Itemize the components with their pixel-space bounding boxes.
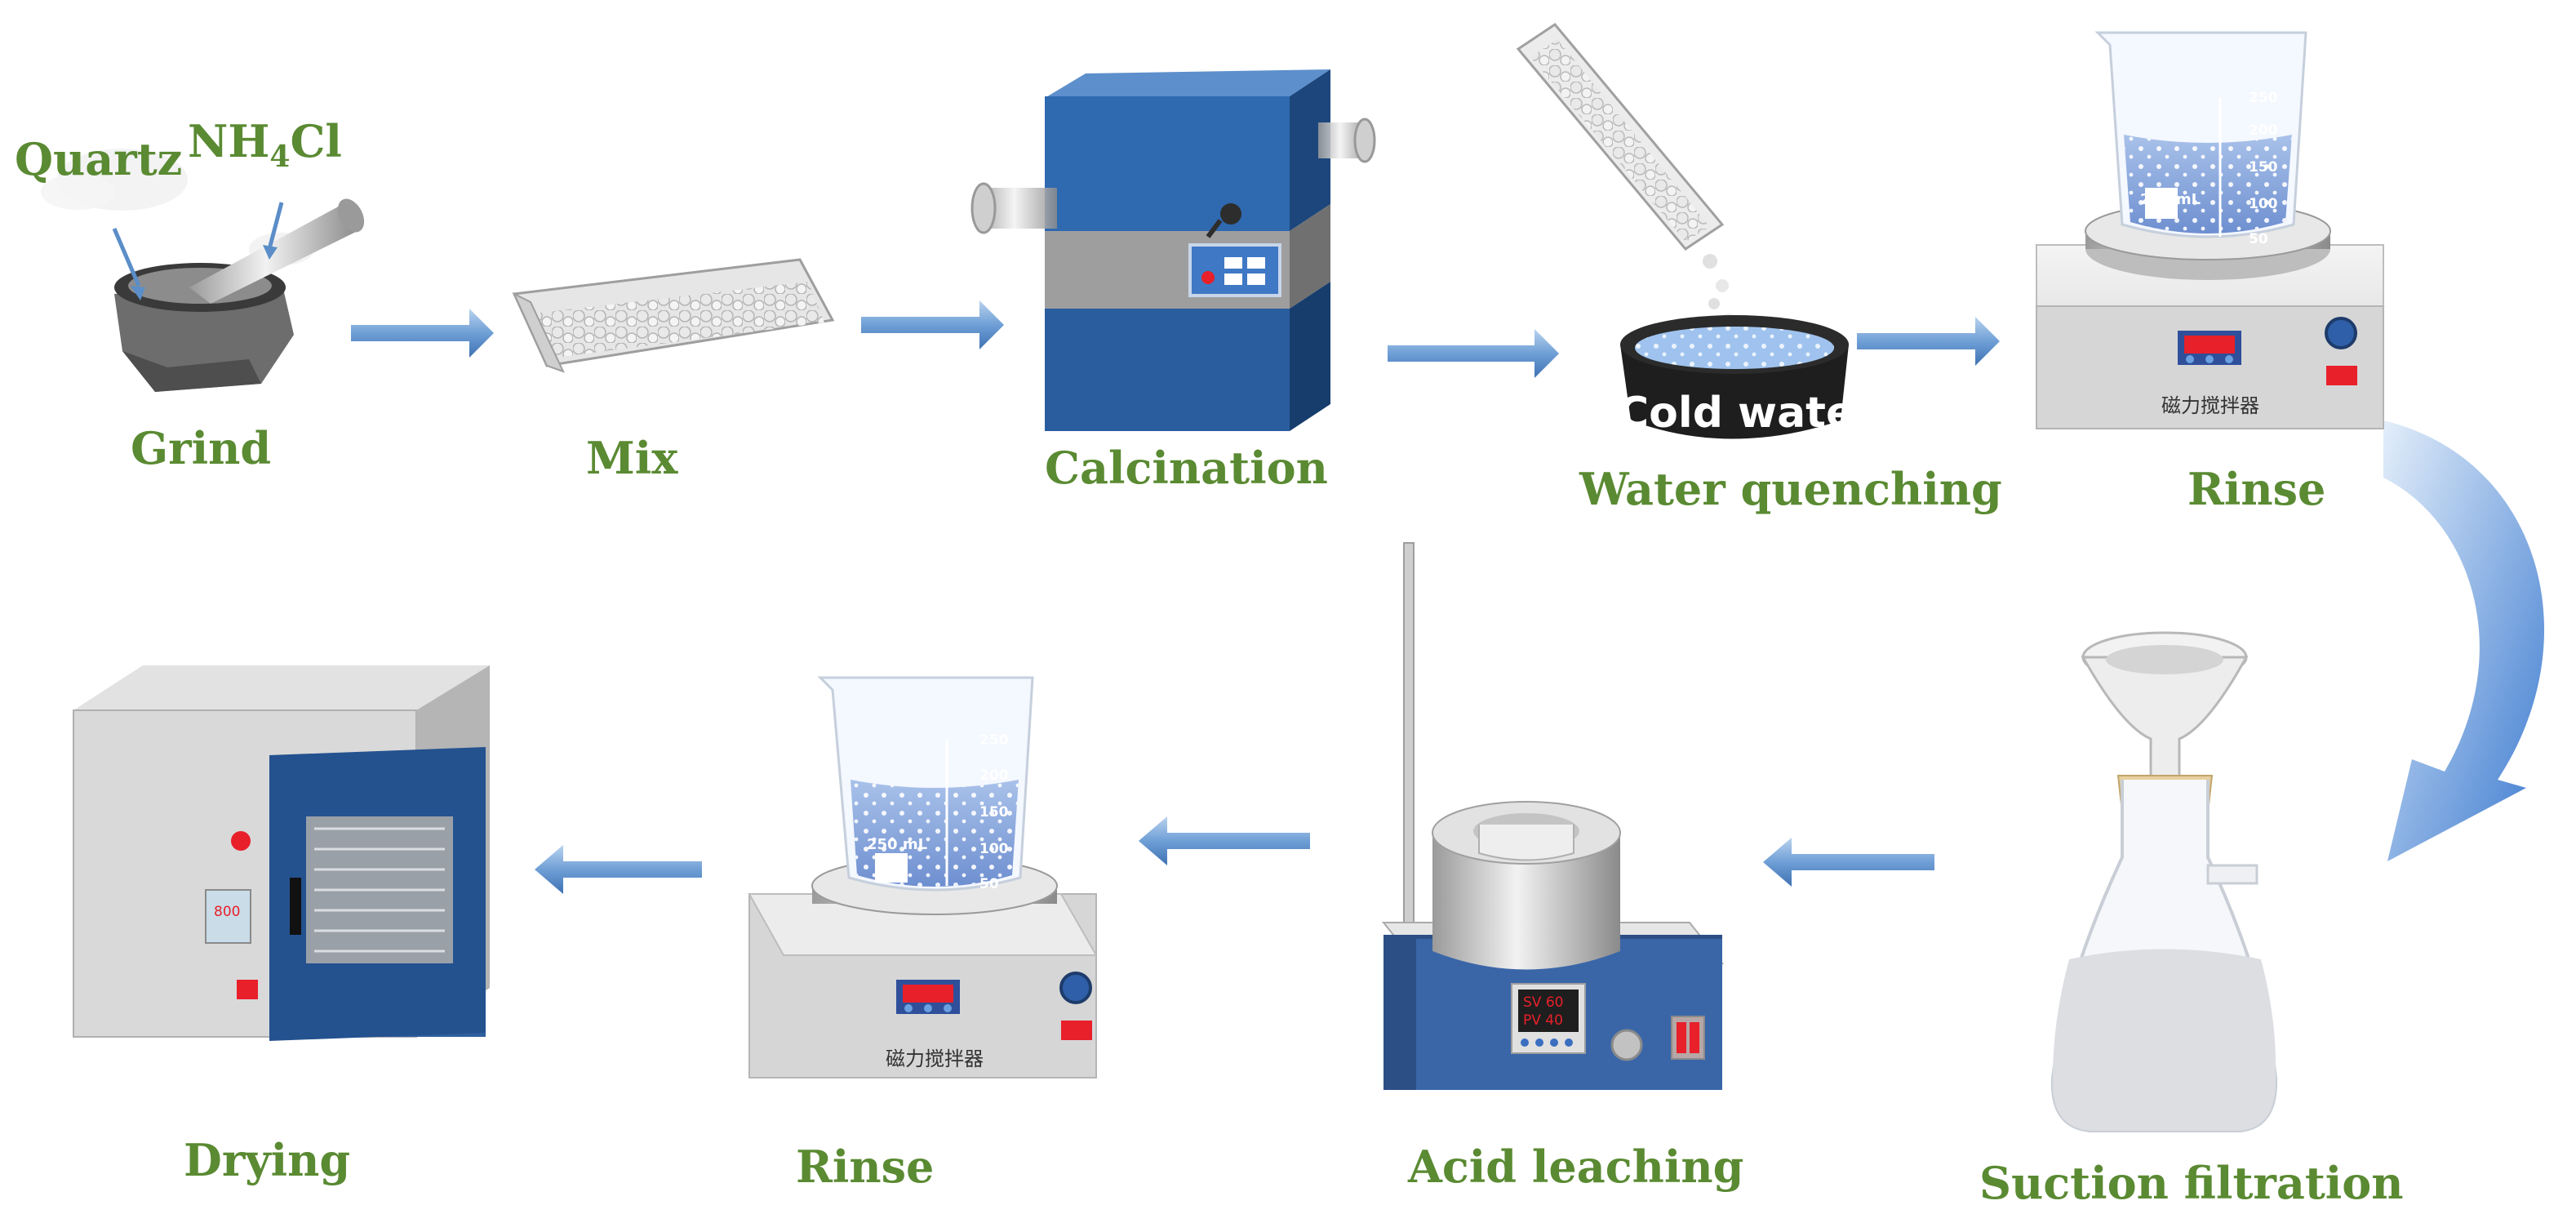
beaker-scale-bottom: 250 200 150 100 50 <box>945 732 1009 892</box>
scale-100: 100 <box>2249 196 2278 212</box>
arrow-acid-to-rinse <box>1139 816 1310 865</box>
tube-furnace-icon <box>970 69 1376 431</box>
scale-b-200: 200 <box>979 767 1009 784</box>
scale-150: 150 <box>2249 159 2278 176</box>
beaker-volume-bottom: 250 mL <box>867 836 927 853</box>
arrow-grind-to-mix <box>351 309 494 358</box>
drying-oven-icon: 800 <box>73 665 490 1041</box>
nh4cl-tail: Cl <box>290 115 342 167</box>
arrow-calcination-to-quench <box>1388 329 1559 378</box>
scale-250: 250 <box>2249 90 2278 106</box>
curved-arrow-rinse-to-filtration <box>2383 420 2545 861</box>
nh4cl-label: NH4Cl <box>188 115 342 174</box>
beaker-scale-top: 250 200 150 100 50 <box>2218 90 2278 247</box>
quartz-label: Quartz <box>15 133 182 185</box>
step-label-calcination: Calcination <box>1045 442 1328 494</box>
arrow-mix-to-calcination <box>861 300 1004 349</box>
magnetic-stirrer-icon: 250 mL 250 200 150 100 50 磁力搅拌器 <box>2035 31 2385 429</box>
step-label-rinse-top: Rinse <box>2187 463 2325 515</box>
scale-b-150: 150 <box>979 804 1009 821</box>
beaker-volume-top: 250 mL <box>2140 191 2201 208</box>
stirrer-label-bottom: 磁力搅拌器 <box>886 1047 984 1070</box>
scale-50: 50 <box>2249 231 2268 247</box>
heater-pv-readout: PV 40 <box>1523 1012 1563 1029</box>
magnetic-stirrer-icon-bottom: 250 mL 250 200 150 100 50 磁力搅拌器 <box>748 676 1098 1078</box>
step-label-rinse-bottom: Rinse <box>796 1141 934 1193</box>
arrow-quench-to-rinse <box>1857 317 2000 366</box>
step-label-water-quenching: Water quenching <box>1579 463 2002 515</box>
scale-b-100: 100 <box>979 841 1009 857</box>
step-label-grind: Grind <box>131 422 271 474</box>
arrow-filtration-to-acid <box>1763 838 1934 887</box>
step-label-drying: Drying <box>184 1134 350 1186</box>
nh4cl-subscript: 4 <box>269 140 290 174</box>
nh4cl-base: NH <box>188 115 269 167</box>
cold-water-label: Cold water <box>1618 389 1876 438</box>
heater-sv-readout: SV 60 <box>1523 994 1563 1011</box>
scale-b-50: 50 <box>979 876 999 892</box>
oven-temp-readout: 800 <box>214 904 240 920</box>
arrow-rinse-to-drying <box>535 845 702 894</box>
scale-b-250: 250 <box>979 732 1009 749</box>
oven-window-grid <box>314 827 445 953</box>
mixing-boat-icon <box>512 258 835 373</box>
step-label-acid-leaching: Acid leaching <box>1407 1141 1743 1193</box>
quench-bath-icon: Cold water <box>1516 23 1876 439</box>
mortar-pestle-icon <box>41 149 365 392</box>
step-label-mix: Mix <box>586 432 678 484</box>
heating-mantle-icon: SV 60 PV 40 <box>1381 542 1725 1090</box>
stirrer-label-top: 磁力搅拌器 <box>2161 394 2259 417</box>
step-label-suction-filtration: Suction filtration <box>1979 1157 2404 1209</box>
scale-200: 200 <box>2249 122 2278 139</box>
buchner-flask-icon <box>2050 631 2278 1132</box>
